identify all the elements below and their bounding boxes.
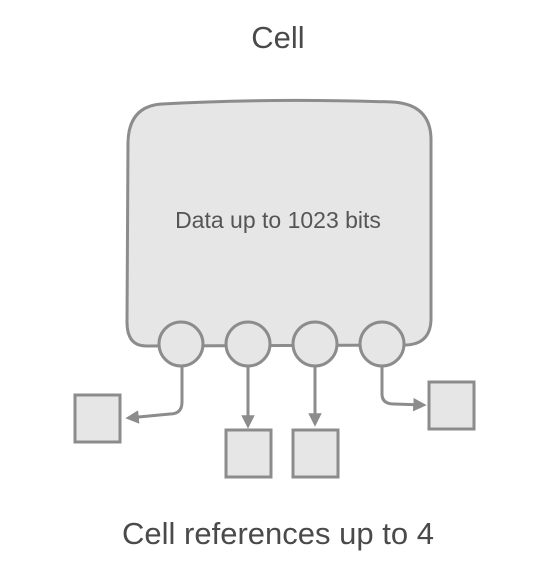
referenced-cell-3 — [291, 428, 340, 479]
reference-port-1 — [157, 320, 205, 368]
reference-arrow-4 — [380, 366, 427, 412]
cell-data-label: Data up to 1023 bits — [175, 207, 381, 233]
reference-arrow-1 — [125, 366, 184, 424]
referenced-cell-2 — [224, 428, 273, 479]
reference-port-2 — [224, 320, 272, 368]
reference-port-4 — [358, 320, 406, 368]
diagram-caption: Cell references up to 4 — [122, 516, 434, 551]
diagram-title: Cell — [251, 20, 305, 55]
referenced-cell-4 — [427, 380, 476, 431]
referenced-cell-1 — [73, 393, 122, 444]
cell-body — [125, 98, 433, 348]
reference-port-3 — [291, 320, 339, 368]
